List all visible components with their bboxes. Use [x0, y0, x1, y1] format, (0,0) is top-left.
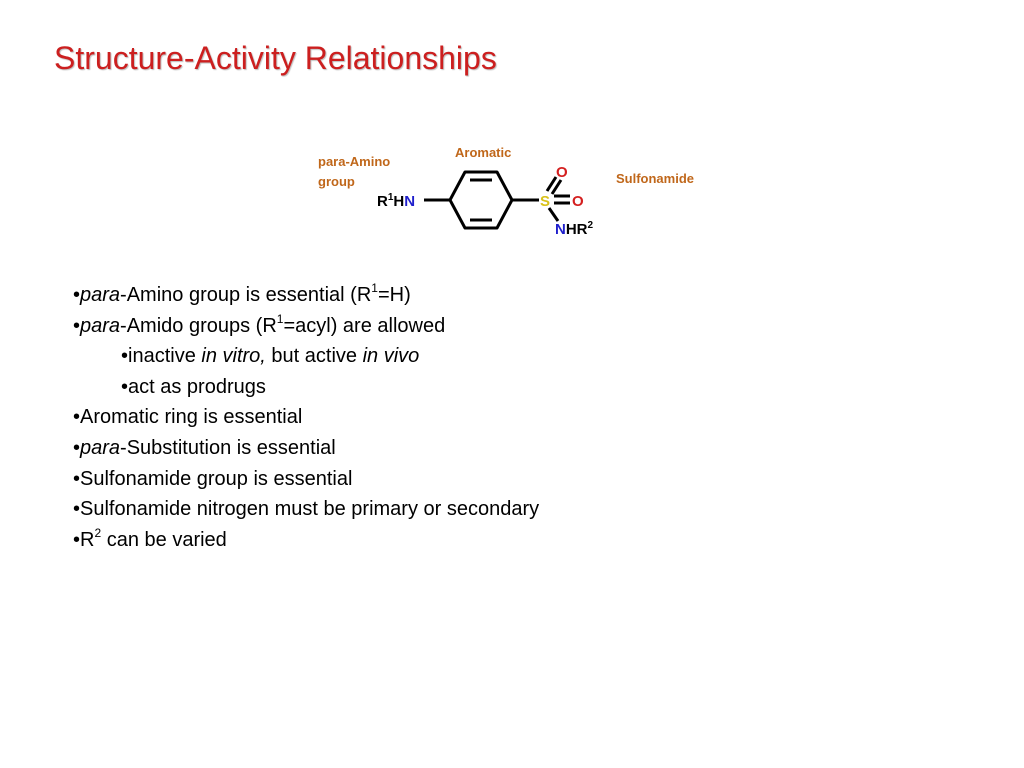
sulfonamide-structure-diagram: para-Amino group Aromatic Sulfonamide R1… — [300, 135, 730, 245]
bullet-item: •Sulfonamide group is essential — [73, 467, 353, 490]
sub-bullet-item: •act as prodrugs — [121, 375, 266, 398]
slide-title: Structure-Activity Relationships — [54, 40, 497, 76]
label-sulfonamide: Sulfonamide — [616, 171, 695, 186]
bond-s-o-top-b — [550, 179, 563, 195]
bond-s-o-top-a — [545, 176, 558, 192]
bullet-item: •para-Amino group is essential (R1=H) — [73, 281, 411, 306]
label-para-amino-line1: para-Amino — [318, 154, 391, 169]
ring-inner-bond-left — [459, 182, 469, 200]
atom-sulfur: S — [540, 193, 550, 210]
bullet-item: •para-Substitution is essential — [73, 436, 336, 459]
label-para-amino: para-Amino group — [318, 152, 390, 192]
bond-s-n — [547, 207, 560, 222]
atom-nhr2: NHR2 — [555, 220, 594, 238]
bullet-item: •para-Amido groups (R1=acyl) are allowed — [73, 311, 446, 337]
atom-oxygen-top: O — [556, 164, 568, 181]
bullet-item: •Sulfonamide nitrogen must be primary or… — [73, 498, 540, 521]
label-para-amino-line2: group — [318, 174, 355, 189]
bullet-item: •Aromatic ring is essential — [73, 406, 303, 429]
molecule-svg: R1HN S O O NHR2 — [377, 164, 594, 238]
sub-bullet-item: •inactive in vitro, but active in vivo — [121, 345, 420, 368]
label-aromatic: Aromatic — [455, 145, 512, 160]
bullet-item: •R2 can be varied — [73, 526, 227, 551]
atom-oxygen-right: O — [572, 193, 584, 210]
atom-r1hn: R1HN — [377, 192, 415, 210]
sar-bullet-list: •para-Amino group is essential (R1=H) •p… — [73, 280, 539, 555]
